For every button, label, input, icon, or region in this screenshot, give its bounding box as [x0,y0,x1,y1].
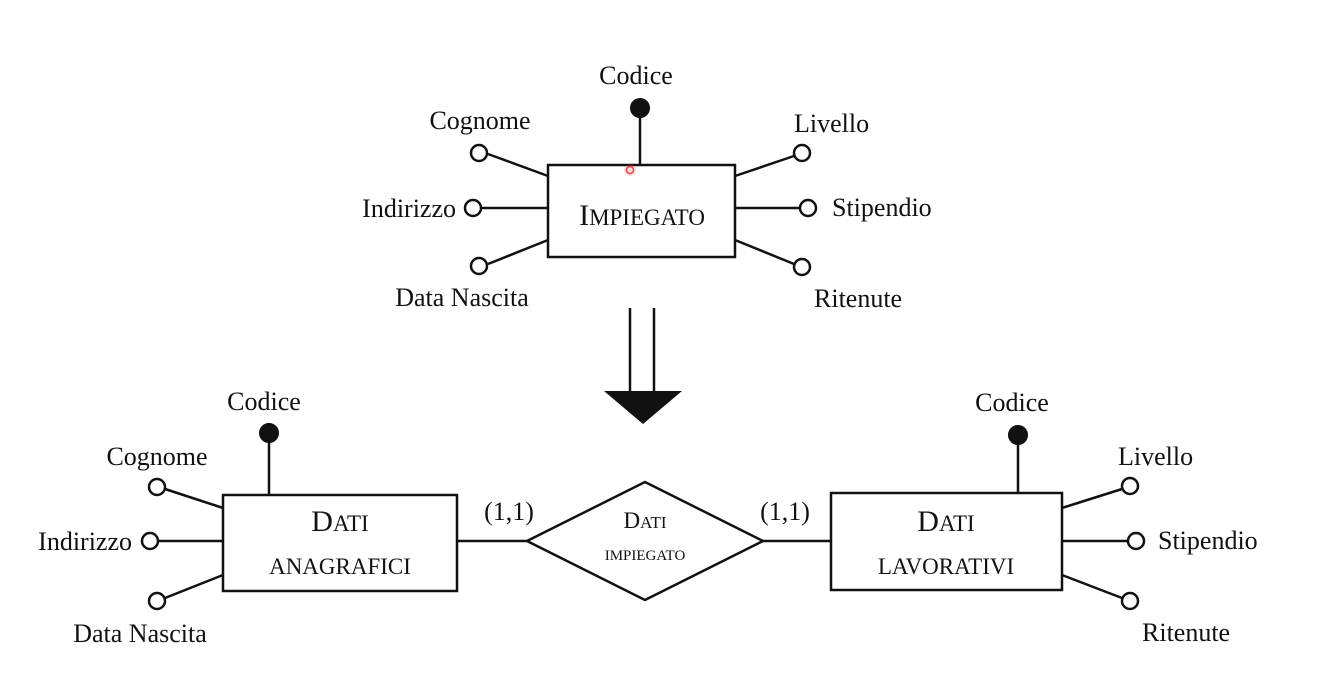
key-attribute-label: Codice [227,387,301,416]
attribute-marker [469,256,489,276]
entity-dati-anagrafici-group: Codice Cognome Indirizzo Data Nascita DA… [38,387,459,648]
attribute-label-indirizzo: Indirizzo [38,527,132,556]
attribute-label-ritenute: Ritenute [814,284,902,313]
attribute-link [734,154,795,178]
cardinality-left: (1,1) [484,497,534,526]
attribute-label-ritenute: Ritenute [1142,618,1230,647]
attribute-label-data-nascita: Data Nascita [73,619,207,648]
cursor-halo [624,164,636,176]
attribute-marker [147,591,167,611]
attribute-link [734,238,795,266]
attribute-label-livello: Livello [1118,442,1193,471]
relationship-name-line1: DATI [623,508,666,533]
attribute-marker [1120,591,1140,611]
attribute-marker [1120,476,1140,496]
cardinality-right: (1,1) [760,497,810,526]
key-attribute-marker [259,423,279,443]
attribute-link [164,487,224,510]
entity-impiegato-group: Codice Cognome Indirizzo Data Nascita Li… [362,61,932,313]
key-attribute-marker [630,98,650,118]
relationship-diamond [524,480,766,602]
attribute-label-data-nascita: Data Nascita [395,283,529,312]
attribute-label-stipendio: Stipendio [1158,526,1258,555]
entity-impiegato-box [546,163,737,259]
key-attribute-label: Codice [599,61,673,90]
entity-dati-anagrafici-box [221,493,459,593]
attribute-link [1061,487,1123,510]
entity-dati-lavorativi-line2: LAVORATIVI [878,554,1014,579]
attribute-label-cognome: Cognome [106,442,207,471]
entity-dati-anagrafici-line2: ANAGRAFICI [269,554,411,579]
key-attribute-label: Codice [975,388,1049,417]
attribute-marker [792,143,812,163]
transformation-arrow [604,308,682,424]
attribute-marker [792,257,812,277]
attribute-marker [140,531,160,551]
entity-dati-lavorativi-group: Codice Livello Stipendio Ritenute DATI L… [829,388,1258,647]
entity-dati-lavorativi-line1: DATI [917,505,974,538]
cursor-dot [625,165,635,175]
relationship-name-line2: IMPIEGATO [605,548,686,564]
attribute-link [487,152,549,178]
attribute-label-livello: Livello [794,109,869,138]
attribute-label-indirizzo: Indirizzo [362,194,456,223]
attribute-marker [463,198,483,218]
arrow-head-icon [604,391,682,424]
entity-dati-anagrafici-line1: DATI [311,505,368,538]
key-attribute-marker [1008,425,1028,445]
attribute-marker [1126,531,1146,551]
attribute-link [1061,573,1123,600]
attribute-link [487,238,549,266]
entity-dati-lavorativi-box [829,491,1064,592]
attribute-marker [798,198,818,218]
attribute-label-cognome: Cognome [429,106,530,135]
attribute-link [164,573,224,600]
attribute-label-stipendio: Stipendio [832,193,932,222]
attribute-marker [147,477,167,497]
attribute-marker [469,143,489,163]
entity-impiegato-name: IMPIEGATO [579,199,705,232]
relationship-dati-impiegato-group: DATI IMPIEGATO (1,1) (1,1) [457,480,831,602]
